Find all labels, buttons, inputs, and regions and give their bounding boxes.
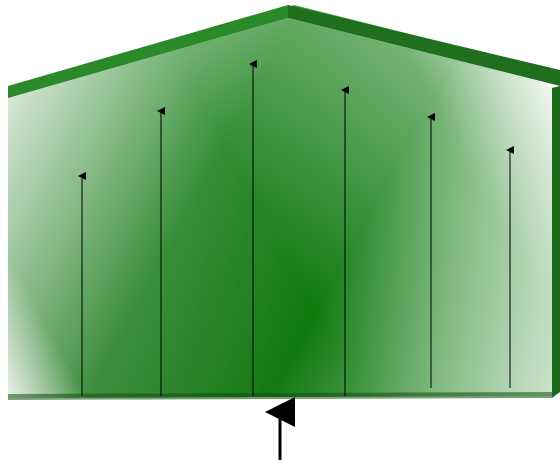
floor-edge bbox=[8, 392, 552, 400]
building-wall-highlight bbox=[8, 18, 560, 398]
roof-right-edge bbox=[288, 5, 560, 86]
wall-right-side bbox=[552, 86, 560, 398]
roof-left-edge bbox=[8, 5, 288, 98]
